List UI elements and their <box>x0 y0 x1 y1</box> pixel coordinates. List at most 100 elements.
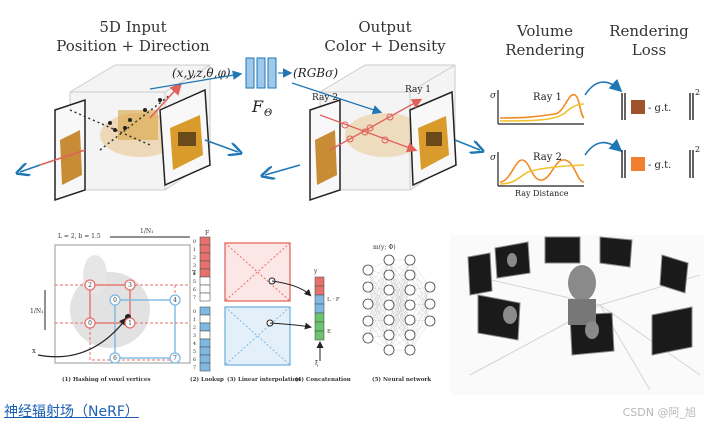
red-vertex-node <box>84 317 96 329</box>
concat-cell <box>314 276 325 287</box>
red-vertex-label: 3 <box>128 282 132 289</box>
concat-vector <box>314 276 325 361</box>
ray-distance-label: Ray Distance <box>515 189 569 198</box>
loss-title: Rendering <box>609 22 689 40</box>
output-scene <box>265 64 480 202</box>
concat-cell <box>314 303 325 314</box>
nn-node <box>383 314 395 326</box>
concat-cell <box>314 321 325 332</box>
table-cell <box>199 244 211 254</box>
red-vertex-label: 2 <box>88 282 92 289</box>
y-label: y <box>313 268 318 275</box>
nn-node <box>404 254 416 266</box>
blue-vertex-label: 4 <box>173 297 177 304</box>
camera-poses-render <box>450 235 704 395</box>
table-index: 6 <box>193 287 196 293</box>
table-cell <box>199 338 211 348</box>
nerf-pipeline-diagram: (x,y,z,θ,φ) F Θ (RGBσ) Ray 2 Ray 1 σ Ra <box>0 57 700 202</box>
loss-header: Rendering Loss <box>603 22 695 60</box>
red-vertex-node <box>124 317 136 329</box>
nn-node <box>362 281 374 293</box>
nn-node <box>404 314 416 326</box>
e-label: E <box>327 329 331 335</box>
xi-label: ξ <box>315 360 319 367</box>
mlp-label: m(y; Φ) <box>373 244 396 251</box>
input-header: 5D Input Position + Direction <box>48 18 218 56</box>
ray2-label-scene: Ray 2 <box>312 93 338 103</box>
red-vertex-node <box>84 279 96 291</box>
nn-node <box>383 284 395 296</box>
table-index: 5 <box>193 349 196 355</box>
caption-lookup: (2) Lookup <box>190 376 224 383</box>
blue-vertex-label: 6 <box>113 355 117 362</box>
volume-title: Volume <box>516 22 574 40</box>
input-scene <box>20 64 238 202</box>
concat-cell <box>314 294 325 305</box>
table-index: 4 <box>193 341 196 347</box>
nn-node <box>383 254 395 266</box>
caption-nn: (5) Neural network <box>372 376 431 383</box>
nn-node <box>424 298 436 310</box>
norm-exp-1: 2 <box>695 88 700 97</box>
interp-blue <box>224 306 291 366</box>
input-subtitle: Position + Direction <box>56 37 210 55</box>
ray1-color-box <box>631 100 645 114</box>
output-subtitle: Color + Density <box>324 37 446 55</box>
output-title: Output <box>358 18 412 36</box>
loss-ray2 <box>621 150 694 178</box>
nn-node <box>362 332 374 344</box>
table-cell <box>199 268 211 278</box>
nn-node <box>424 281 436 293</box>
loss-subtitle: Loss <box>631 41 667 59</box>
table-size-label: T <box>192 270 196 277</box>
table-index: 1 <box>193 317 196 323</box>
table-cell <box>199 292 211 302</box>
nn-node <box>404 329 416 341</box>
red-vertex-label: 0 <box>88 320 92 327</box>
nn-node <box>383 329 395 341</box>
gt-label-2: - g.t. <box>648 160 671 171</box>
red-vertex-node <box>124 279 136 291</box>
nn-node <box>404 284 416 296</box>
blue-vertex-node <box>169 294 181 306</box>
grid-resolution-label: 1/N₁ <box>140 228 154 235</box>
volume-plot-ray1 <box>497 90 585 125</box>
table-index: 2 <box>193 325 196 331</box>
volume-header: Volume Rendering <box>495 22 595 60</box>
blue-vertex-label: 0 <box>113 297 117 304</box>
caption-concat: (4) Concatenation <box>295 376 351 383</box>
grid-params-label: L = 2, b = 1.5 <box>58 233 101 240</box>
neural-network <box>362 254 436 356</box>
feature-dim-label: F <box>205 230 209 237</box>
table-index: 3 <box>193 333 196 339</box>
loss-ray1 <box>621 93 694 120</box>
output-header: Output Color + Density <box>310 18 460 56</box>
nn-node <box>383 344 395 356</box>
nerf-link[interactable]: 神经辐射场（NeRF） <box>4 404 139 420</box>
table-cell <box>199 260 211 270</box>
blue-vertex-node <box>109 352 121 364</box>
sigma-2: σ <box>490 153 497 163</box>
table-index: 5 <box>193 279 196 285</box>
ray1-plot-label: Ray 1 <box>533 92 562 103</box>
concat-cell <box>314 285 325 296</box>
table-index: 0 <box>193 309 196 315</box>
ray1-label-scene: Ray 1 <box>405 85 431 95</box>
blue-vertex-node <box>109 294 121 306</box>
nn-node <box>383 299 395 311</box>
table-index: 2 <box>193 255 196 261</box>
nn-node <box>383 269 395 281</box>
table-index: 4 <box>193 271 196 277</box>
concat-cell <box>314 312 325 323</box>
sigma-1: σ <box>490 91 497 101</box>
nn-node <box>362 264 374 276</box>
nn-node <box>404 344 416 356</box>
table-index: 7 <box>193 295 196 301</box>
network-label: F <box>251 97 264 116</box>
table-index: 7 <box>193 365 196 371</box>
nn-node <box>362 298 374 310</box>
nn-node <box>424 315 436 327</box>
